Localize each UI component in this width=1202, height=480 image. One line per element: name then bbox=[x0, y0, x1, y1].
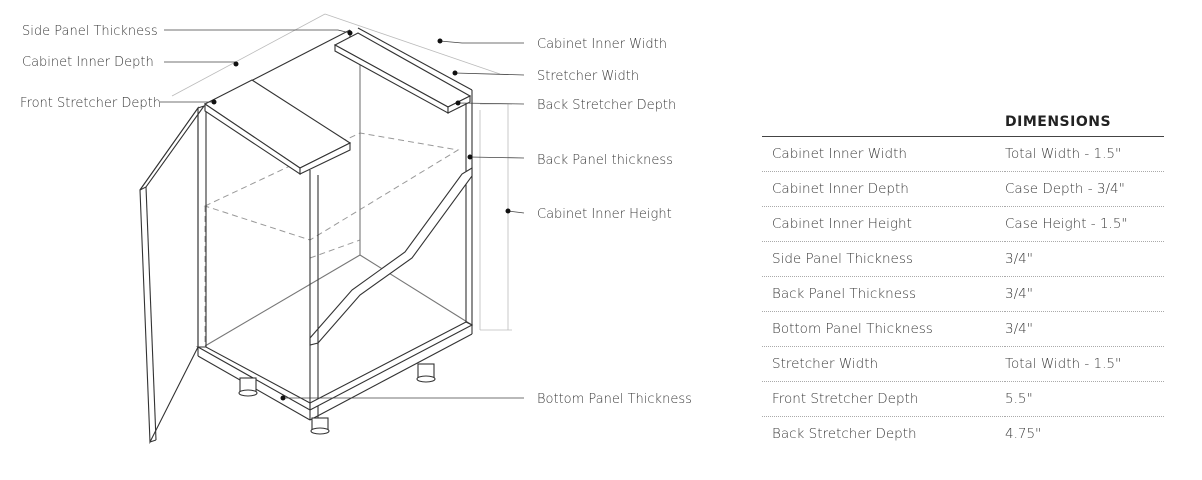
cabinet-legs bbox=[238, 363, 436, 435]
cabinet-front-edge bbox=[309, 170, 319, 410]
dimension-value: 4.75" bbox=[1005, 426, 1042, 442]
table-row: Back Stretcher Depth 4.75" bbox=[762, 417, 1164, 452]
callout-labels: Side Panel Thickness Cabinet Inner Depth… bbox=[20, 24, 692, 407]
cabinet-side-panel bbox=[197, 29, 351, 347]
cabinet-door bbox=[139, 104, 206, 445]
dot-cabinet-inner-height bbox=[505, 208, 511, 214]
dot-back-panel-thickness bbox=[467, 154, 473, 160]
label-cabinet-inner-height: Cabinet Inner Height bbox=[537, 207, 672, 222]
label-stretcher-width: Stretcher Width bbox=[537, 69, 639, 84]
table-header-left bbox=[762, 108, 1005, 137]
dot-cabinet-inner-width bbox=[437, 38, 443, 44]
dimension-name: Cabinet Inner Height bbox=[762, 206, 1005, 242]
dimension-value: Case Height - 1.5" bbox=[1005, 206, 1164, 242]
label-back-panel-thickness: Back Panel thickness bbox=[537, 153, 673, 168]
interior-lines bbox=[204, 60, 473, 347]
dimension-value: Case Depth - 3/4" bbox=[1005, 171, 1164, 207]
front-stretcher bbox=[203, 79, 352, 176]
dimension-name: Side Panel Thickness bbox=[762, 241, 1005, 277]
dimension-name: Cabinet Inner Width bbox=[762, 136, 1005, 172]
label-back-stretcher-depth: Back Stretcher Depth bbox=[537, 98, 676, 113]
dimension-value: 3/4" bbox=[1005, 276, 1164, 312]
dimension-name: Cabinet Inner Depth bbox=[762, 171, 1005, 207]
dimension-value: 3/4" bbox=[1005, 311, 1164, 347]
dimension-value: Total Width - 1.5" bbox=[1005, 136, 1164, 172]
dimension-name: Bottom Panel Thickness bbox=[762, 311, 1005, 347]
dot-bottom-panel-thickness bbox=[280, 395, 286, 401]
cabinet-diagram: Side Panel Thickness Cabinet Inner Depth… bbox=[20, 13, 692, 445]
label-cabinet-inner-width: Cabinet Inner Width bbox=[537, 37, 667, 52]
dimension-name: Stretcher Width bbox=[762, 346, 1005, 382]
dot-stretcher-width bbox=[452, 70, 458, 76]
dimension-guides bbox=[171, 13, 512, 331]
dimension-value: 5.5" bbox=[1005, 381, 1164, 417]
label-cabinet-inner-depth: Cabinet Inner Depth bbox=[22, 55, 154, 70]
label-side-panel-thickness: Side Panel Thickness bbox=[22, 24, 158, 39]
dot-side-panel-thickness bbox=[347, 30, 353, 36]
dot-cabinet-inner-depth bbox=[233, 61, 239, 67]
dimension-value: Total Width - 1.5" bbox=[1005, 346, 1164, 382]
label-bottom-panel-thickness: Bottom Panel Thickness bbox=[537, 392, 692, 407]
back-stretcher bbox=[333, 32, 472, 114]
dot-front-stretcher-depth bbox=[211, 99, 217, 105]
callout-dots bbox=[211, 30, 511, 401]
dimension-name: Back Panel Thickness bbox=[762, 276, 1005, 312]
dimension-name: Back Stretcher Depth bbox=[772, 426, 917, 442]
dimension-value: 3/4" bbox=[1005, 241, 1164, 277]
leader-lines bbox=[160, 29, 525, 399]
table-header-dimensions: DIMENSIONS bbox=[1005, 108, 1164, 137]
dimension-name: Front Stretcher Depth bbox=[762, 381, 1005, 417]
dimensions-table-header: DIMENSIONS bbox=[762, 108, 1164, 137]
dot-back-stretcher-depth bbox=[455, 100, 461, 106]
cabinet-back-panel bbox=[349, 27, 473, 326]
cabinet-back-board bbox=[309, 167, 473, 420]
label-front-stretcher-depth: Front Stretcher Depth bbox=[20, 96, 161, 111]
